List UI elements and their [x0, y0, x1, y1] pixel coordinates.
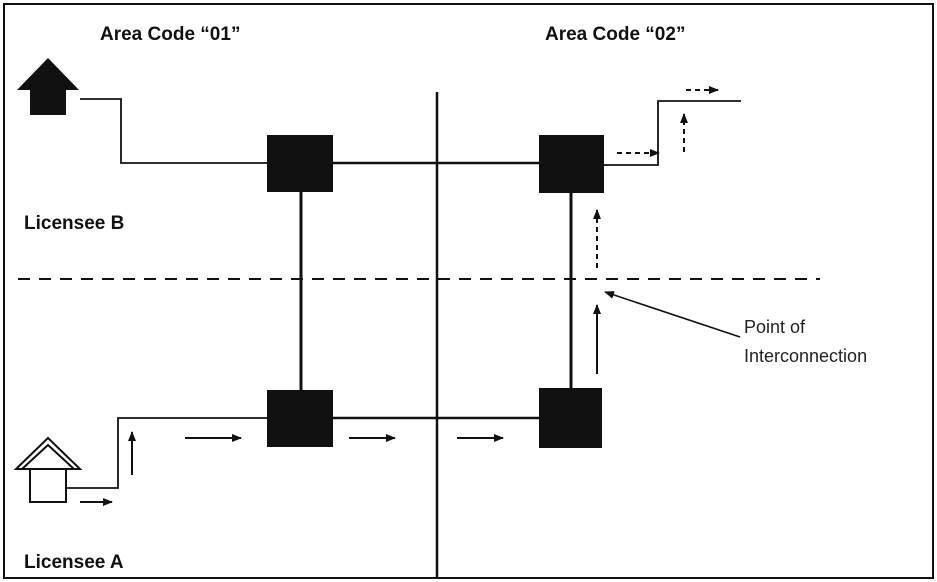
poi-label-line2: Interconnection: [744, 346, 867, 366]
dashed-traffic-arrows: [593, 86, 719, 268]
switch-b-01: [267, 135, 333, 192]
switch-a-01: [267, 390, 333, 447]
licensee-b-label: Licensee B: [24, 213, 124, 234]
licensee-a-house-icon: [13, 436, 83, 503]
switch-a-02: [539, 388, 602, 448]
destination-line: [604, 100, 741, 166]
licensee-a-access-line: [67, 417, 267, 489]
licensee-b-access-line: [80, 98, 267, 164]
licensee-a-label: Licensee A: [24, 552, 124, 573]
poi-pointer-arrow-icon: [604, 291, 741, 338]
area-code-02-label: Area Code “02”: [545, 24, 685, 45]
licensee-b-house-icon: [17, 58, 79, 115]
poi-label-line1: Point of: [744, 317, 806, 337]
diagram-border: [3, 3, 934, 579]
switch-b-02: [539, 135, 604, 193]
solid-traffic-arrows: [80, 304, 601, 506]
area-code-01-label: Area Code “01”: [100, 24, 240, 45]
